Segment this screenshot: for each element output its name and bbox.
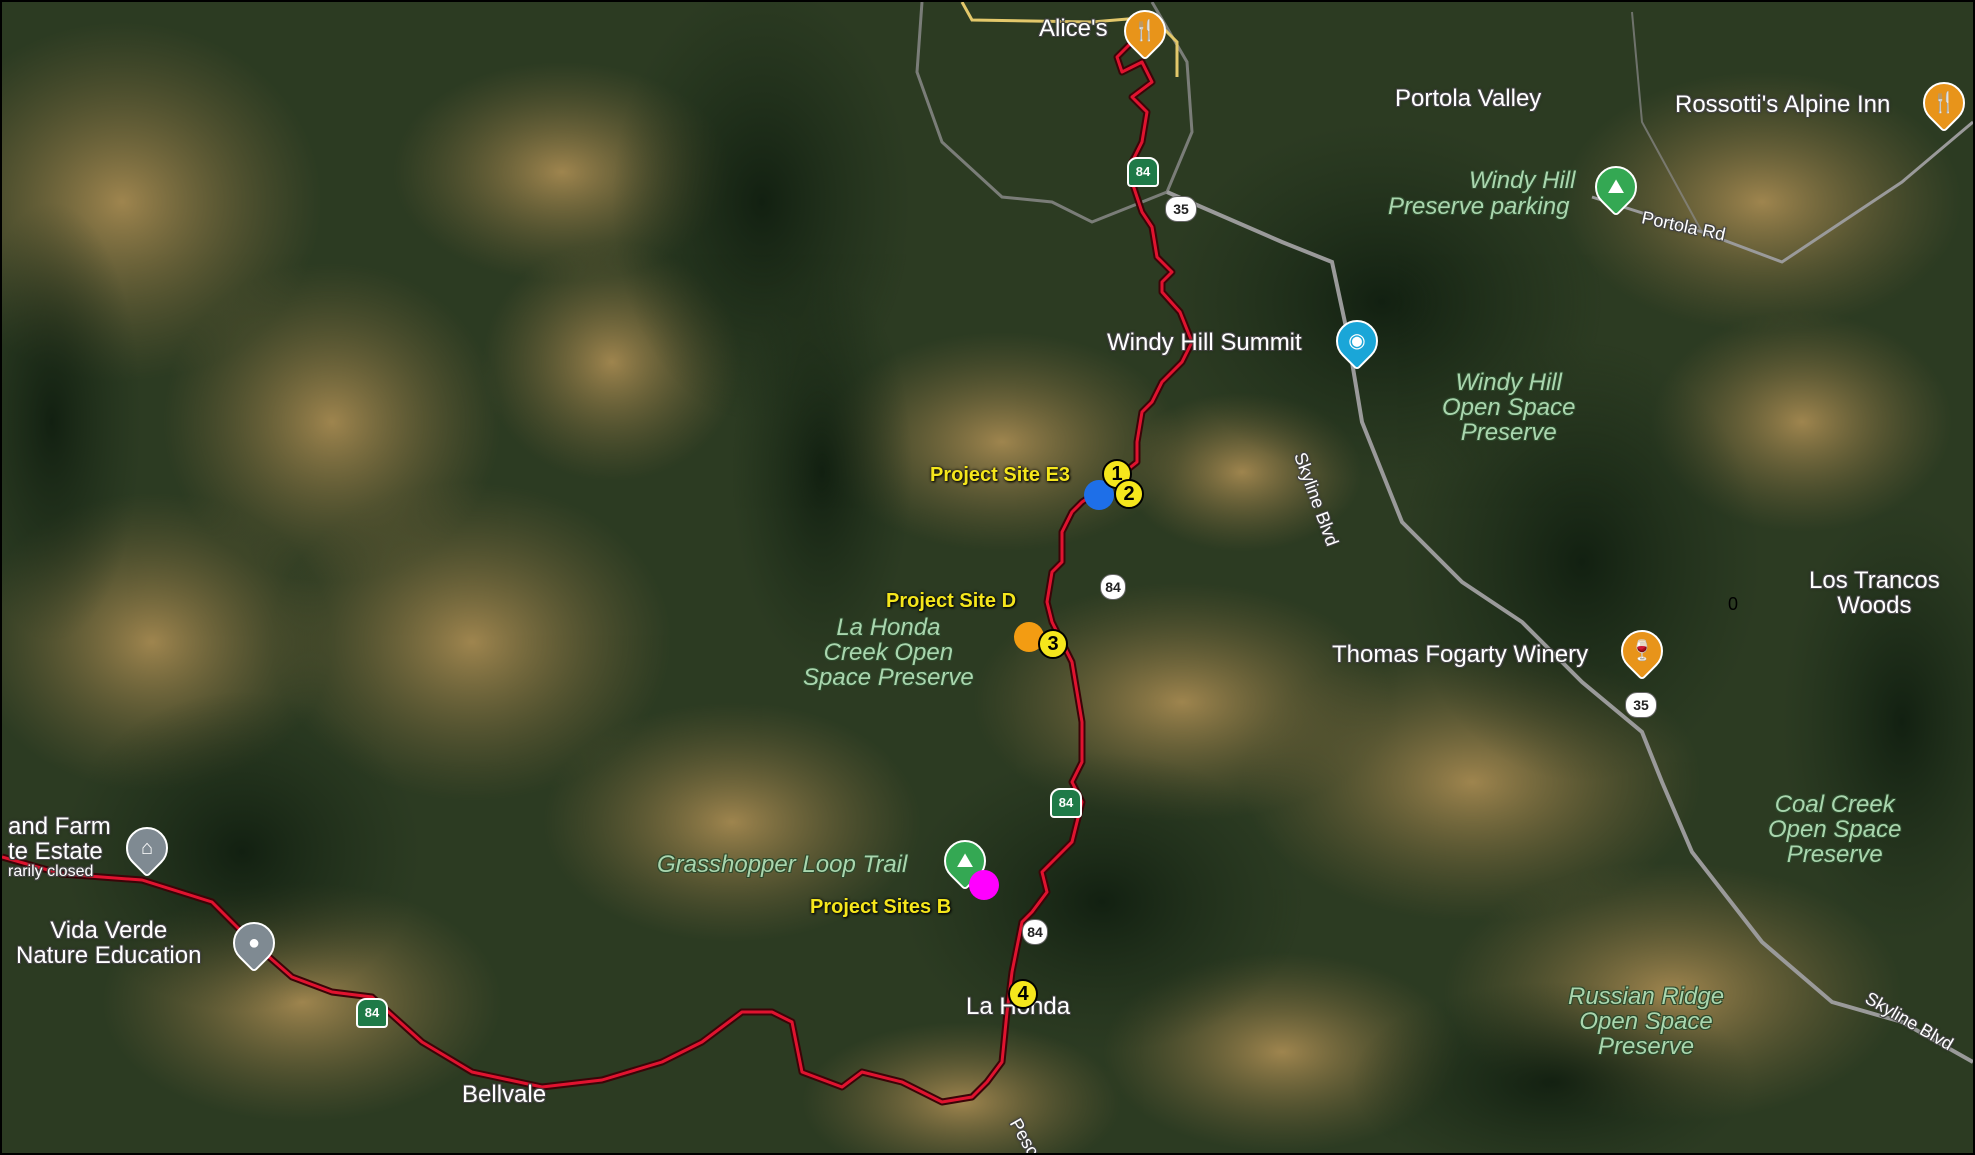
windy-hill-parking-label-2: Preserve parking bbox=[1388, 193, 1570, 220]
hwy84-shield-small: 84 bbox=[1100, 574, 1126, 600]
portola-valley-label: Portola Valley bbox=[1395, 85, 1542, 112]
grasshopper-label: Grasshopper Loop Trail bbox=[657, 851, 908, 878]
farm-estate-label: and Farm te Estate rarily closed bbox=[8, 814, 111, 881]
portola-rd bbox=[1591, 120, 1973, 264]
coal-creek-label: Coal Creek Open Space Preserve bbox=[1768, 792, 1901, 868]
marker-4[interactable]: 4 bbox=[1008, 979, 1038, 1009]
project-site-b-dot[interactable] bbox=[969, 870, 999, 900]
windy-hill-osp-label: Windy Hill Open Space Preserve bbox=[1442, 370, 1575, 446]
hwy84-route bbox=[2, 40, 1194, 1104]
place-label-line: rarily closed bbox=[8, 863, 94, 881]
place-label-line: Los Trancos bbox=[1809, 567, 1940, 594]
place-label-line: te Estate bbox=[8, 838, 103, 866]
hwy35-shield: 35 bbox=[1625, 692, 1657, 718]
park-label-line: Preserve bbox=[1460, 419, 1557, 447]
hwy35-shield: 35 bbox=[1165, 196, 1197, 222]
los-trancos-label: Los Trancos Woods bbox=[1809, 567, 1940, 620]
park-label-line: Russian Ridge bbox=[1568, 983, 1725, 1010]
park-label-line: Open Space bbox=[1768, 816, 1902, 844]
place-label-line: Vida Verde bbox=[50, 917, 168, 944]
place-label-line: Nature Education bbox=[16, 942, 202, 970]
place-label-line: Woods bbox=[1837, 592, 1912, 620]
alices-label: Alice's bbox=[1039, 15, 1108, 42]
thomas-fogarty-label: Thomas Fogarty Winery bbox=[1332, 641, 1589, 668]
project-site-e3-label: Project Site E3 bbox=[930, 464, 1071, 486]
park-label-line: Coal Creek bbox=[1774, 791, 1895, 818]
bellvale-label: Bellvale bbox=[462, 1081, 547, 1108]
project-sites-b-label: Project Sites B bbox=[810, 896, 952, 918]
hwy84-shield: 84 bbox=[356, 998, 388, 1028]
place-label-line: and Farm bbox=[8, 813, 111, 840]
skyline-blvd-road bbox=[915, 2, 1194, 224]
marker-2[interactable]: 2 bbox=[1114, 479, 1144, 509]
hwy35-road bbox=[1166, 190, 1973, 1064]
portola-branch bbox=[1631, 11, 1703, 233]
windy-hill-summit-label: Windy Hill Summit bbox=[1107, 329, 1302, 356]
alices-boundary bbox=[960, 2, 1179, 77]
la-honda-creek-label: La Honda Creek Open Space Preserve bbox=[803, 615, 974, 691]
hwy84-shield: 84 bbox=[1050, 788, 1082, 818]
marker-3[interactable]: 3 bbox=[1038, 629, 1068, 659]
park-label-line: Space Preserve bbox=[803, 664, 974, 692]
park-label-line: Open Space bbox=[1442, 394, 1576, 422]
windy-hill-parking-label-1: Windy Hill bbox=[1469, 167, 1576, 194]
project-site-d-label: Project Site D bbox=[886, 590, 1017, 612]
stray-zero-label: 0 bbox=[1728, 594, 1739, 614]
park-label-line: Windy Hill bbox=[1455, 369, 1562, 396]
park-label-line: Preserve bbox=[1786, 841, 1883, 869]
park-label-line: Creek Open bbox=[823, 639, 954, 667]
vida-verde-label: Vida Verde Nature Education bbox=[16, 917, 202, 970]
hwy84-shield-small: 84 bbox=[1022, 919, 1048, 945]
park-label-line: La Honda bbox=[836, 614, 941, 641]
park-label-line: Preserve bbox=[1598, 1033, 1695, 1061]
hwy84-shield: 84 bbox=[1127, 157, 1159, 187]
park-label-line: Open Space bbox=[1579, 1008, 1713, 1036]
russian-ridge-label: Russian Ridge Open Space Preserve bbox=[1568, 984, 1724, 1060]
rossottis-label: Rossotti's Alpine Inn bbox=[1675, 91, 1891, 118]
